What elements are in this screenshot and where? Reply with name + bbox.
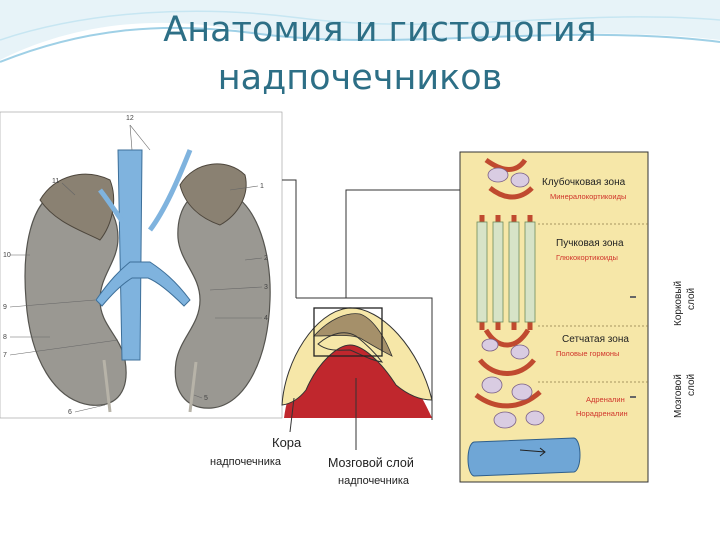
cortex-pointer [289, 397, 295, 433]
inferior-vena-cava [117, 149, 143, 361]
right-ureter [188, 361, 198, 413]
left-kidney [24, 187, 127, 406]
leader-number: 3 [264, 284, 268, 291]
side-cortex-label-1: Корковый [673, 281, 684, 326]
side-medulla-label-2: слой [686, 374, 697, 396]
title-line-1: Анатомия и гистология [163, 10, 597, 50]
leader-number: 10 [3, 252, 11, 259]
zone-fascicular-hormone: Глюкокортикоиды [556, 253, 618, 262]
top-swoosh-line-2 [0, 10, 720, 41]
leader-number: 8 [3, 334, 7, 341]
cell-clusters [481, 167, 545, 429]
right-adrenal-gland [179, 163, 247, 226]
renal-vessels [95, 261, 191, 307]
top-swoosh-decoration [0, 0, 720, 60]
leader-number: 2 [264, 255, 268, 262]
top-swoosh-line [0, 26, 720, 63]
medulla-vein [467, 437, 581, 477]
cortex-label-line-1: Кора [272, 435, 302, 450]
histology-background [459, 151, 649, 483]
side-cortex-label-2: слой [686, 288, 697, 310]
leader-number: 6 [68, 409, 72, 416]
leader-lines [9, 124, 263, 413]
medulla-label-line-2: надпочечника [338, 475, 410, 487]
kidney-panel-border [0, 111, 283, 419]
leader-number: 5 [204, 395, 208, 402]
zoom-box [313, 307, 383, 357]
zone-reticular-hormone: Половые гормоны [556, 349, 619, 358]
histology-panel: Клубочковая зона Минералокортикоиды Пучк… [459, 151, 650, 483]
zone-reticular-label: Сетчатая зона [562, 334, 629, 345]
side-medulla-label-1: Мозговой [673, 374, 684, 418]
side-layer-labels: Корковый слой Мозговой слой [630, 281, 697, 418]
adrenal-anatomy-figure: 12 11 1 2 3 4 5 6 7 8 9 10 Кора надпочеч… [0, 111, 697, 487]
leader-numbers: 12 11 1 2 3 4 5 6 7 8 9 10 [3, 115, 268, 416]
leader-number: 7 [3, 352, 7, 359]
zone-fascicular-label: Пучковая зона [556, 238, 624, 249]
left-ureter [102, 359, 112, 413]
cortex-label-line-2: надпочечника [210, 456, 282, 468]
adrenal-cross-section-inner-fold [317, 332, 384, 363]
leader-number: 1 [260, 183, 264, 190]
right-kidney [174, 188, 271, 409]
leader-number: 11 [52, 178, 59, 185]
medulla-label-line-1: Мозговой слой [328, 456, 414, 470]
leader-number: 12 [126, 115, 134, 122]
leader-number: 9 [3, 304, 7, 311]
zone-glomerular-label: Клубочковая зона [542, 176, 626, 188]
flow-arrows [519, 447, 546, 457]
slide-title: Анатомия и гистология надпочечников [0, 6, 720, 102]
fascicular-cell-columns [476, 221, 536, 323]
connector-lines [282, 179, 460, 420]
title-line-2: надпочечников [217, 58, 503, 98]
medulla-hormone-2: Норадреналин [576, 409, 628, 418]
leader-number: 4 [264, 315, 268, 322]
adrenal-veins [98, 149, 193, 232]
zone-glomerular-hormone: Минералокортикоиды [550, 192, 626, 201]
medulla-hormone-1: Адреналин [586, 395, 625, 404]
